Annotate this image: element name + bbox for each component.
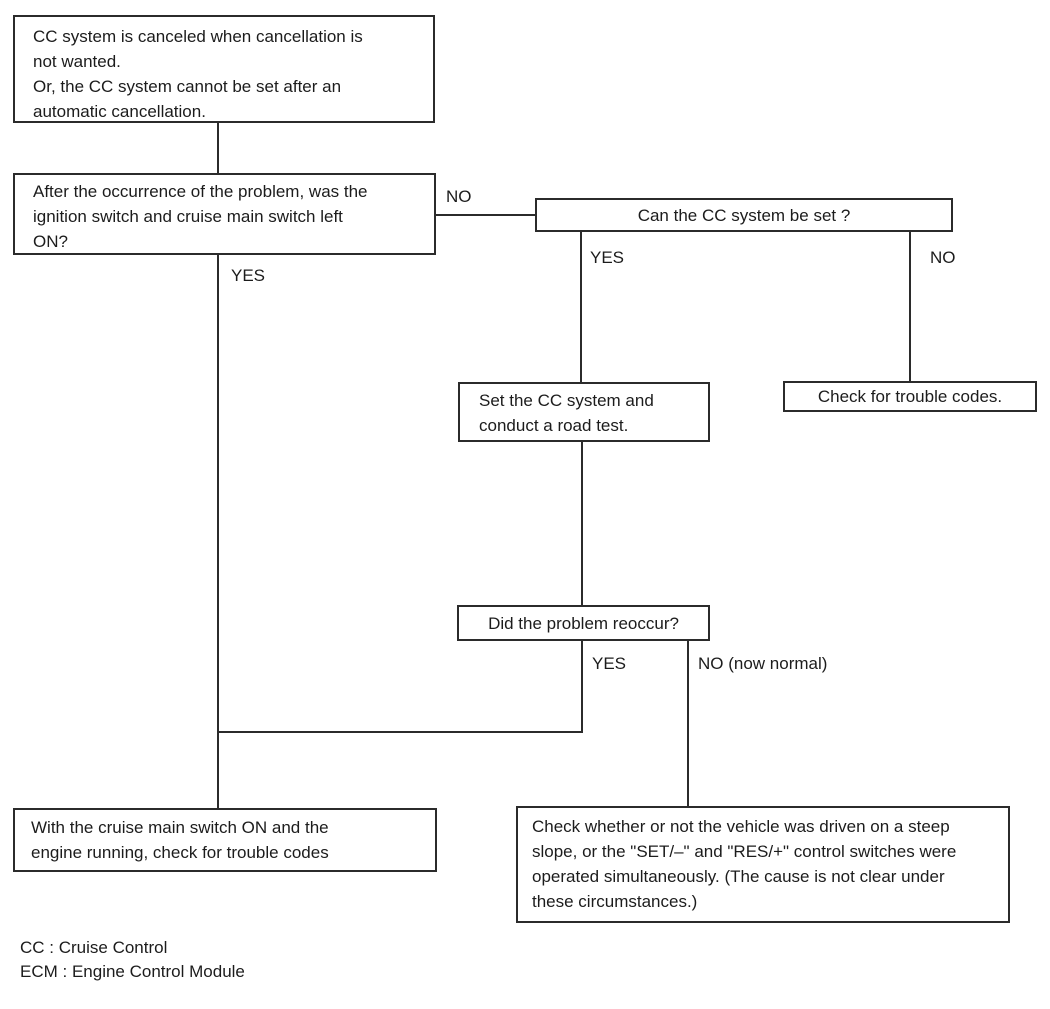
connector-road-test-to-reoccur <box>581 442 583 605</box>
connector-yes-to-with-cruise <box>217 255 219 808</box>
node-text-line: Did the problem reoccur? <box>488 613 679 633</box>
node-question-problem-reoccur: Did the problem reoccur? <box>457 605 710 641</box>
node-text-line: With the cruise main switch ON and the <box>31 818 329 837</box>
connector-symptom-to-ignition <box>217 123 219 173</box>
legend-line-cc: CC : Cruise Control <box>20 938 168 957</box>
node-action-check-codes-engine-running: With the cruise main switch ON and the e… <box>13 808 437 872</box>
node-text-line: Set the CC system and <box>479 391 654 410</box>
node-question-can-cc-be-set: Can the CC system be set ? <box>535 198 953 232</box>
connector-yes-reoccur-down <box>581 641 583 732</box>
branch-label-no-can-set: NO <box>930 248 956 267</box>
node-text-line: these circumstances.) <box>532 892 698 911</box>
branch-label-yes-can-set: YES <box>590 248 625 267</box>
node-question-ignition-left-on: After the occurrence of the problem, was… <box>13 173 436 255</box>
node-text-line: After the occurrence of the problem, was… <box>33 182 368 201</box>
node-symptom-description: CC system is canceled when cancellation … <box>13 15 435 123</box>
branch-label-no-ignition: NO <box>446 187 472 206</box>
node-text-line: Check whether or not the vehicle was dri… <box>532 817 950 836</box>
node-text-line: Check for trouble codes. <box>817 387 1003 406</box>
node-text-line: slope, or the "SET/–" and "RES/+" contro… <box>532 842 957 861</box>
connector-yes-reoccur-return <box>217 731 583 733</box>
node-text-line: Or, the CC system cannot be set after an <box>33 77 342 96</box>
node-text-line: ON? <box>33 232 68 251</box>
node-text-line: conduct a road test. <box>479 416 629 435</box>
node-action-check-steep-slope: Check whether or not the vehicle was dri… <box>516 806 1010 923</box>
connector-no-to-can-set <box>436 214 535 216</box>
connector-no-to-check-codes <box>909 232 911 381</box>
branch-label-yes-ignition: YES <box>231 266 266 285</box>
branch-label-yes-reoccur: YES <box>592 654 627 673</box>
node-text-line: CC system is canceled when cancellation … <box>33 27 363 46</box>
abbreviation-legend: CC : Cruise Control ECM : Engine Control… <box>20 936 245 984</box>
legend-line-ecm: ECM : Engine Control Module <box>20 962 245 981</box>
node-text-line: Can the CC system be set ? <box>637 205 851 225</box>
node-action-check-trouble-codes: Check for trouble codes. <box>783 381 1037 412</box>
node-text-line: engine running, check for trouble codes <box>31 843 329 862</box>
node-text-line: ignition switch and cruise main switch l… <box>33 207 343 226</box>
branch-label-no-reoccur: NO (now normal) <box>698 654 828 673</box>
node-text-line: automatic cancellation. <box>33 102 206 121</box>
connector-no-to-steep-slope <box>687 641 689 806</box>
node-text-line: operated simultaneously. (The cause is n… <box>532 867 945 886</box>
node-action-set-cc-road-test: Set the CC system and conduct a road tes… <box>458 382 710 442</box>
connector-yes-to-road-test <box>580 232 582 382</box>
node-text-line: not wanted. <box>33 52 121 71</box>
